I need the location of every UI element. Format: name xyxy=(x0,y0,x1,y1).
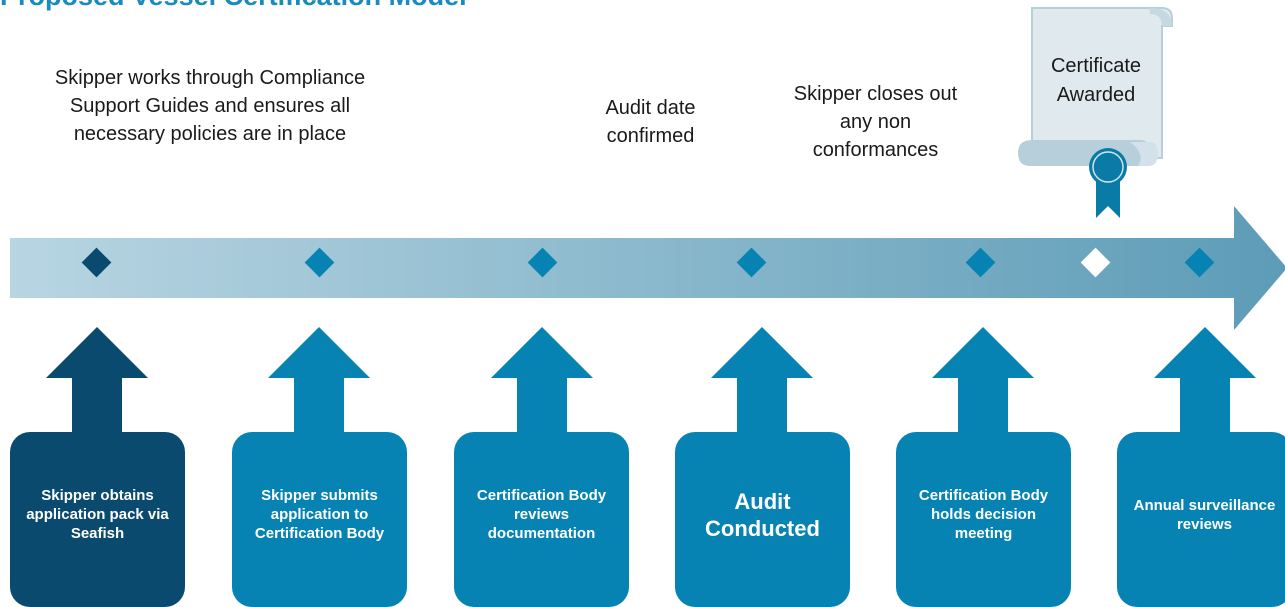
timeline-diagram xyxy=(10,7,1285,440)
step-box-2: Skipper submits application to Certifica… xyxy=(232,432,407,607)
step-box-1: Skipper obtains application pack via Sea… xyxy=(10,432,185,607)
milestone-diamond-3 xyxy=(527,247,558,278)
step-label-6: Annual surveillance reviews xyxy=(1133,496,1276,533)
up-arrow-4 xyxy=(711,327,813,440)
page-title: Proposed Vessel Certification Model xyxy=(0,0,467,12)
up-arrow-2 xyxy=(268,327,370,440)
step-label-5: Certification Body holds decision meetin… xyxy=(918,487,1049,542)
up-arrow-6 xyxy=(1154,327,1256,440)
step-label-3: Certification Body reviews documentation xyxy=(476,487,607,542)
step-label-2: Skipper submits application to Certifica… xyxy=(254,487,385,542)
up-arrow-3 xyxy=(491,327,593,440)
milestone-diamond-6 xyxy=(1184,247,1215,278)
note-closes-out: Skipper closes out any non conformances xyxy=(793,83,958,161)
step-box-5: Certification Body holds decision meetin… xyxy=(896,432,1071,607)
milestone-diamond-2 xyxy=(304,247,335,278)
step-box-6: Annual surveillance reviews xyxy=(1117,432,1285,607)
certificate-scroll-icon xyxy=(1018,7,1173,218)
step-label-4: Audit Conducted xyxy=(705,488,820,541)
note-audit-date: Audit date confirmed xyxy=(605,97,696,147)
up-arrow-5 xyxy=(932,327,1034,440)
step-box-4: Audit Conducted xyxy=(675,432,850,607)
certificate-label: Certificate Awarded xyxy=(1050,55,1142,106)
step-label-1: Skipper obtains application pack via Sea… xyxy=(26,487,169,542)
step-box-3: Certification Body reviews documentation xyxy=(454,432,629,607)
milestone-diamond-certificate xyxy=(1080,247,1111,278)
milestone-diamond-5 xyxy=(965,247,996,278)
note-skipper-works: Skipper works through Compliance Support… xyxy=(54,67,366,145)
timeline-arrow xyxy=(10,206,1285,330)
milestone-diamond-1 xyxy=(81,247,112,278)
milestone-diamond-4 xyxy=(736,247,767,278)
up-arrow-1 xyxy=(46,327,148,440)
